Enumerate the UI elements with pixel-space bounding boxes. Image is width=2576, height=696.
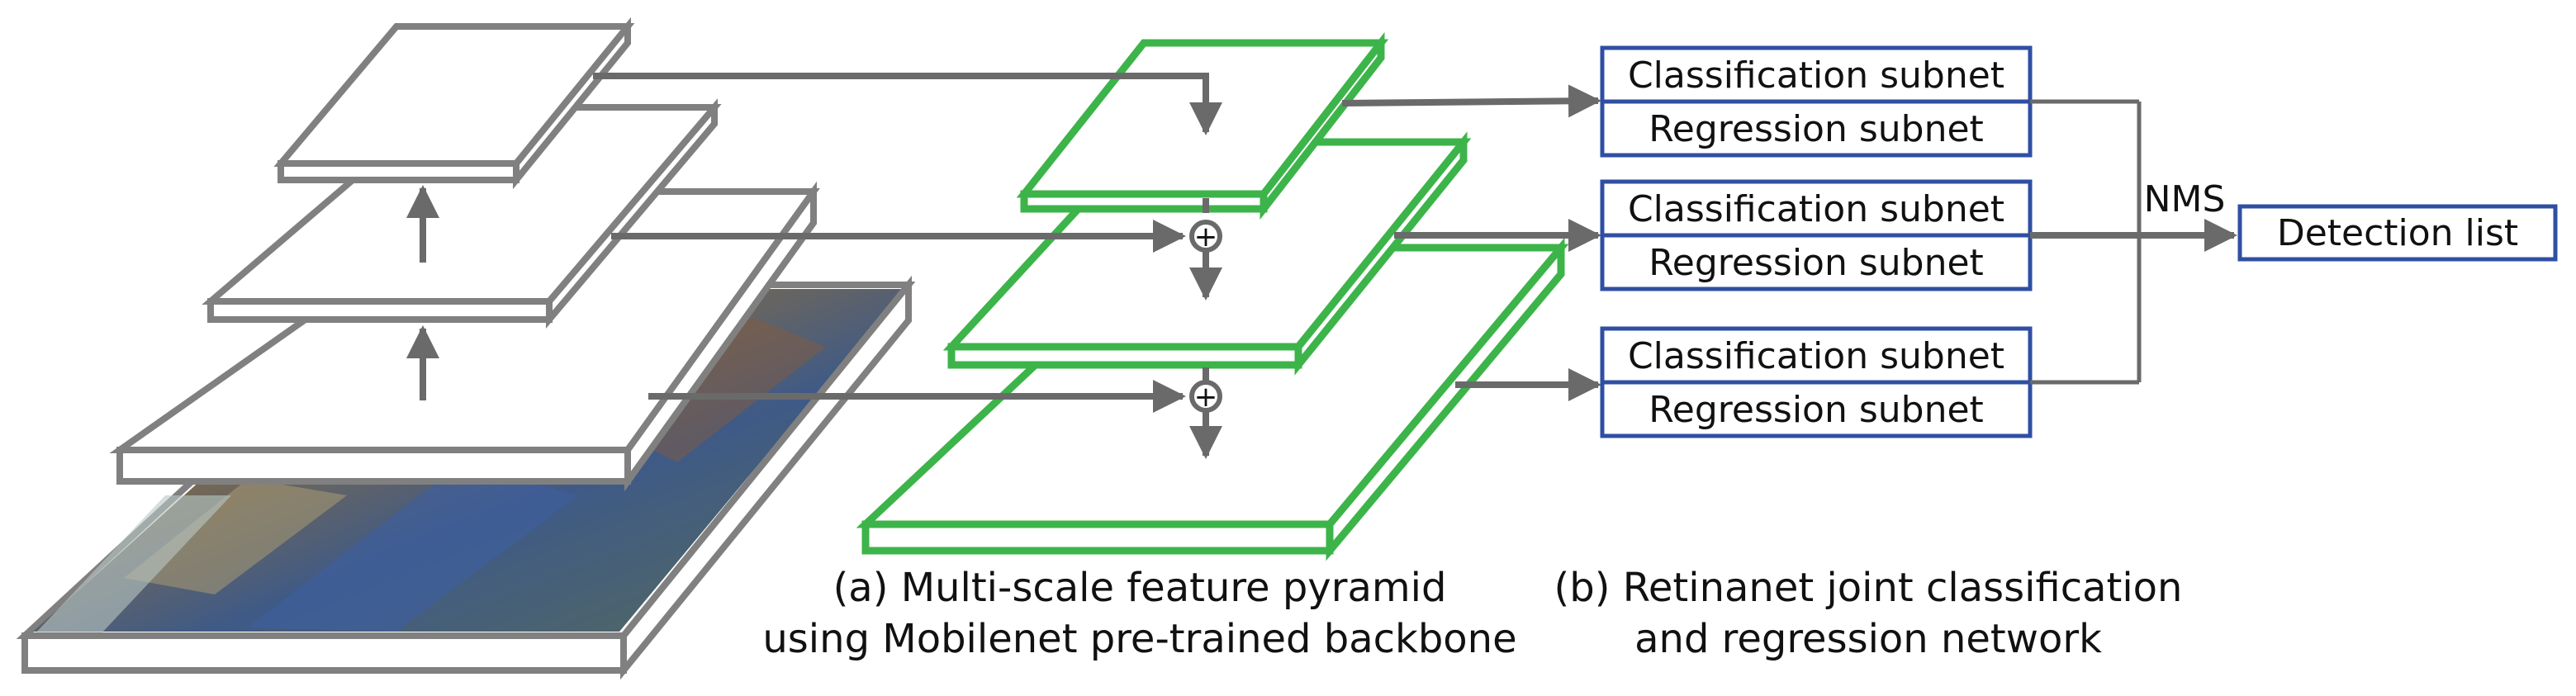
detection-list-box: Detection list (2237, 204, 2558, 262)
classification-subnet-label: Classification subnet (1628, 335, 2004, 377)
regression-subnet-label: Regression subnet (1649, 389, 1984, 431)
merge-node-2: + (1189, 380, 1222, 414)
feature-pyramid (856, 31, 1569, 561)
svg-text:+: + (1194, 220, 1218, 253)
caption-a: (a) Multi-scale feature pyramid using Mo… (762, 565, 1516, 662)
regression-subnet-label: Regression subnet (1649, 242, 1984, 284)
caption-a-line1: (a) Multi-scale feature pyramid (833, 565, 1447, 611)
pyramid-to-subnet-arrows (1341, 84, 1601, 401)
merge-node-1: + (1189, 220, 1222, 253)
backbone-layer-3 (273, 17, 635, 190)
nms-connector: NMS (2030, 99, 2237, 385)
subnet-group-2: Classification subnet Regression subnet (1600, 179, 2033, 291)
classification-subnet-label: Classification subnet (1628, 188, 2004, 230)
detection-list-label: Detection list (2277, 212, 2518, 254)
arrow-to-subnet-1 (1341, 84, 1601, 118)
backbone-stack (16, 17, 916, 680)
caption-b: (b) Retinanet joint classification and r… (1554, 565, 2183, 662)
caption-b-line2: and regression network (1634, 616, 2102, 662)
classification-subnet-label: Classification subnet (1628, 54, 2004, 97)
subnet-group-1: Classification subnet Regression subnet (1600, 45, 2033, 158)
svg-text:+: + (1194, 381, 1218, 414)
lateral-connections: + + (593, 73, 1222, 459)
nms-label: NMS (2144, 178, 2226, 220)
caption-b-line1: (b) Retinanet joint classification (1554, 565, 2183, 611)
regression-subnet-label: Regression subnet (1649, 108, 1984, 150)
subnet-group-3: Classification subnet Regression subnet (1600, 326, 2033, 438)
backbone-layer-2 (202, 98, 722, 329)
lateral-arrow-top (593, 73, 1222, 135)
caption-a-line2: using Mobilenet pre-trained backbone (762, 616, 1516, 662)
